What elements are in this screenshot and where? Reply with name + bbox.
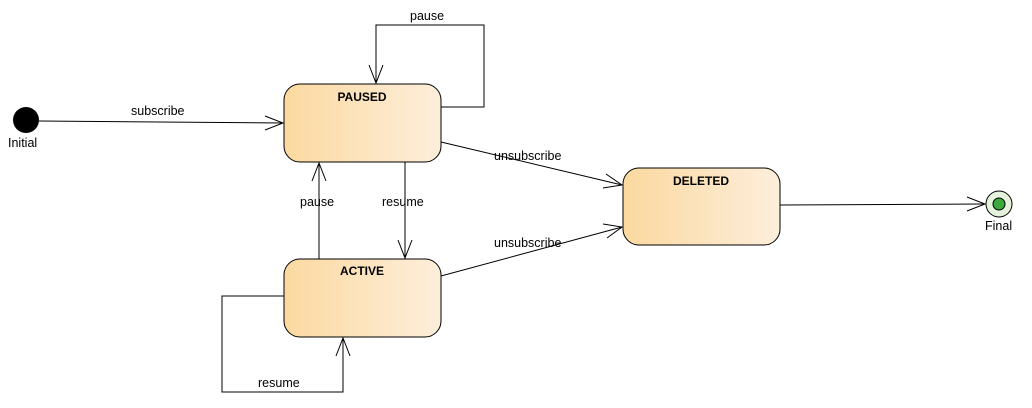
transition-subscribe-label: subscribe xyxy=(131,104,185,118)
initial-node xyxy=(13,107,39,133)
initial-label: Initial xyxy=(8,136,37,150)
transition-active-self[interactable]: resume xyxy=(221,295,351,393)
transition-active-to-deleted-label: unsubscribe xyxy=(494,236,561,250)
transition-active-to-deleted[interactable]: unsubscribe xyxy=(440,223,624,277)
transition-subscribe[interactable]: subscribe xyxy=(38,104,285,131)
final-node-core xyxy=(992,197,1006,211)
transition-paused-self-label: pause xyxy=(410,9,444,23)
transition-paused-self[interactable]: pause xyxy=(368,9,485,108)
transition-paused-to-active-label: resume xyxy=(382,195,424,209)
state-paused[interactable]: PAUSED xyxy=(283,83,442,163)
transition-paused-to-deleted-label: unsubscribe xyxy=(494,149,561,163)
transition-active-to-paused[interactable]: pause xyxy=(300,161,334,259)
state-deleted[interactable]: DELETED xyxy=(622,167,781,246)
transition-paused-to-deleted[interactable]: unsubscribe xyxy=(440,141,624,189)
state-active[interactable]: ACTIVE xyxy=(283,258,442,338)
transition-active-self-label: resume xyxy=(258,376,300,390)
state-active-name: ACTIVE xyxy=(340,264,384,278)
transition-active-to-paused-label: pause xyxy=(300,195,334,209)
transition-to-final[interactable] xyxy=(779,196,987,212)
transition-paused-to-active[interactable]: resume xyxy=(382,162,424,260)
final-label: Final xyxy=(985,219,1012,233)
state-deleted-name: DELETED xyxy=(673,174,729,188)
state-paused-name: PAUSED xyxy=(337,90,386,104)
